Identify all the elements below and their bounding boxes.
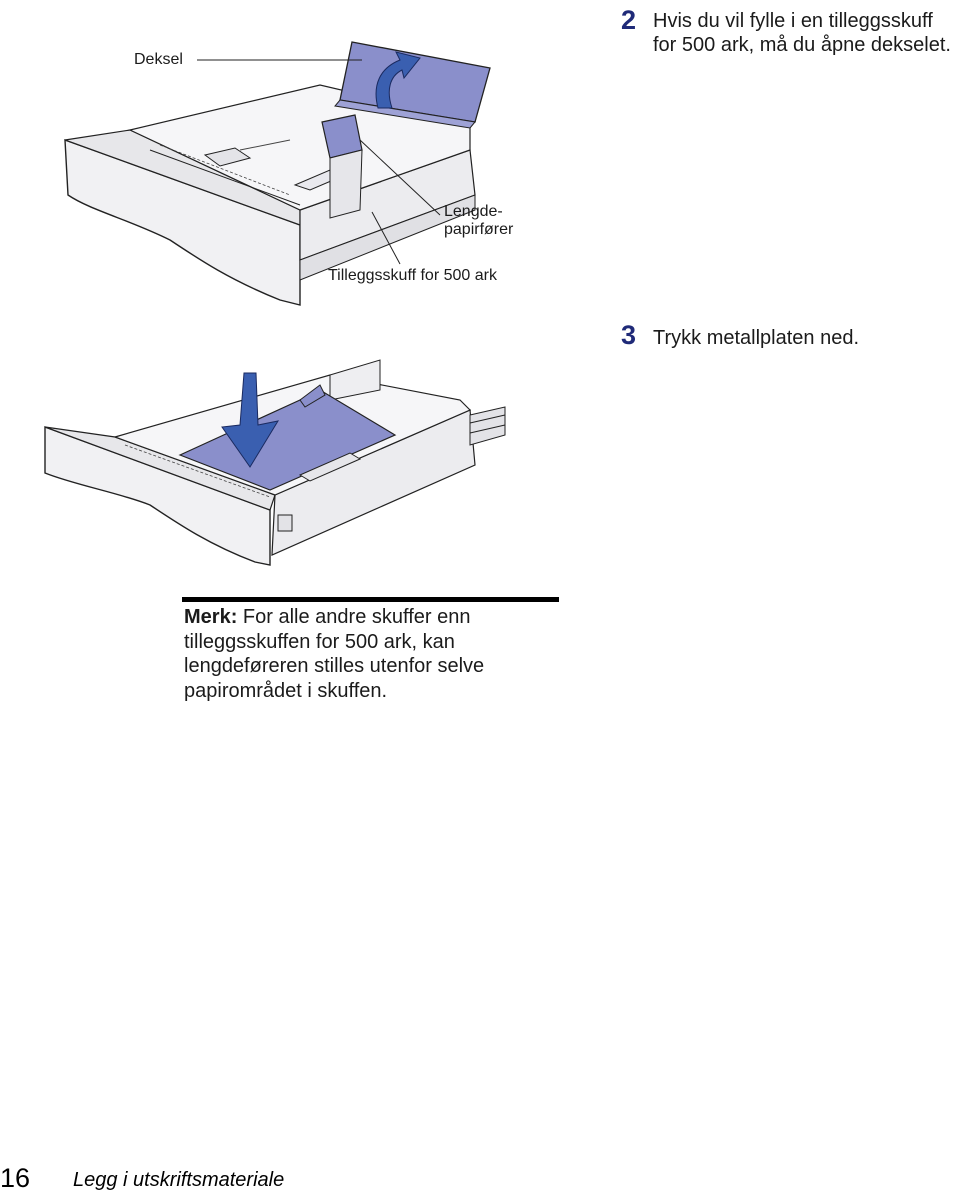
callout-cover: Deksel [134, 51, 183, 68]
step-2-text: Hvis du vil fylle i en tilleggsskuff for… [653, 9, 951, 57]
tray-cover-illustration [64, 41, 491, 306]
step-3-text: Trykk metallplaten ned. [653, 327, 860, 349]
note-line-3: lengdeføreren stilles utenfor selve [184, 655, 485, 677]
figure-tray-cover: Deksel Lengde- papirfører Tilleggsskuff … [0, 0, 620, 310]
note-line-4: papirområdet i skuffen. [184, 679, 388, 702]
figure-metal-plate [0, 355, 560, 570]
note-line-1: Merk: For alle andre skuffer enn [184, 605, 564, 630]
callout-length-guide-2: papirfører [444, 221, 514, 238]
step-2-number: 2 [621, 5, 637, 35]
callout-tray: Tilleggsskuff for 500 ark [328, 267, 497, 284]
section-title: Legg i utskriftsmateriale [73, 1169, 285, 1191]
step-2-line-1: Hvis du vil fylle i en tilleggsskuff [653, 10, 933, 32]
metal-plate-illustration [44, 359, 506, 566]
note-line-2: tilleggsskuffen for 500 ark, kan [184, 630, 455, 653]
note-block: Merk: For alle andre skuffer enn tillegg… [184, 605, 564, 703]
step-2-line-2: for 500 ark, må du åpne dekselet. [653, 34, 951, 56]
note-text-1: For alle andre skuffer enn [237, 606, 471, 628]
note-rule [182, 597, 559, 602]
page-number: 16 [0, 1163, 31, 1193]
step-3-number: 3 [621, 320, 637, 350]
note-label: Merk: [184, 606, 238, 628]
callout-length-guide-1: Lengde- [444, 203, 503, 220]
